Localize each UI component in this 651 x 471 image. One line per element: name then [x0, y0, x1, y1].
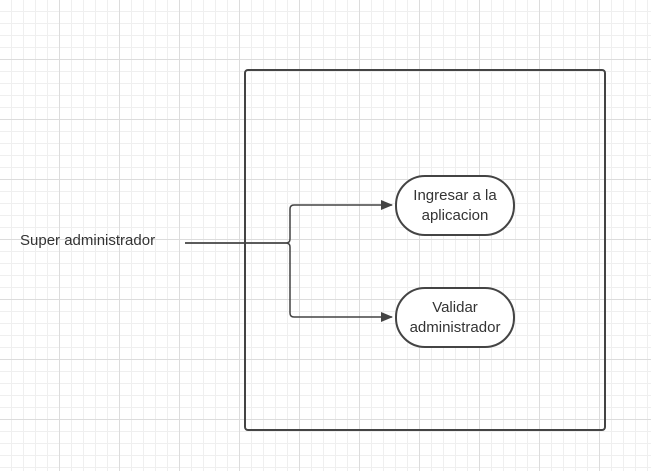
- use-case-label-line-2: administrador: [409, 318, 501, 336]
- use-case-label-line-1: Ingresar a la: [413, 186, 497, 204]
- use-case-label-line-1: Validar: [432, 298, 478, 316]
- use-case-validar-administrador[interactable]: Validar administrador: [395, 287, 515, 348]
- use-case-label-line-2: aplicacion: [421, 206, 489, 224]
- system-boundary[interactable]: [244, 69, 606, 431]
- actor-label[interactable]: Super administrador: [20, 232, 156, 249]
- connector-to-validar[interactable]: [185, 242, 393, 322]
- connector-to-ingresar[interactable]: [185, 200, 393, 244]
- use-case-ingresar-aplicacion[interactable]: Ingresar a la aplicacion: [395, 175, 515, 236]
